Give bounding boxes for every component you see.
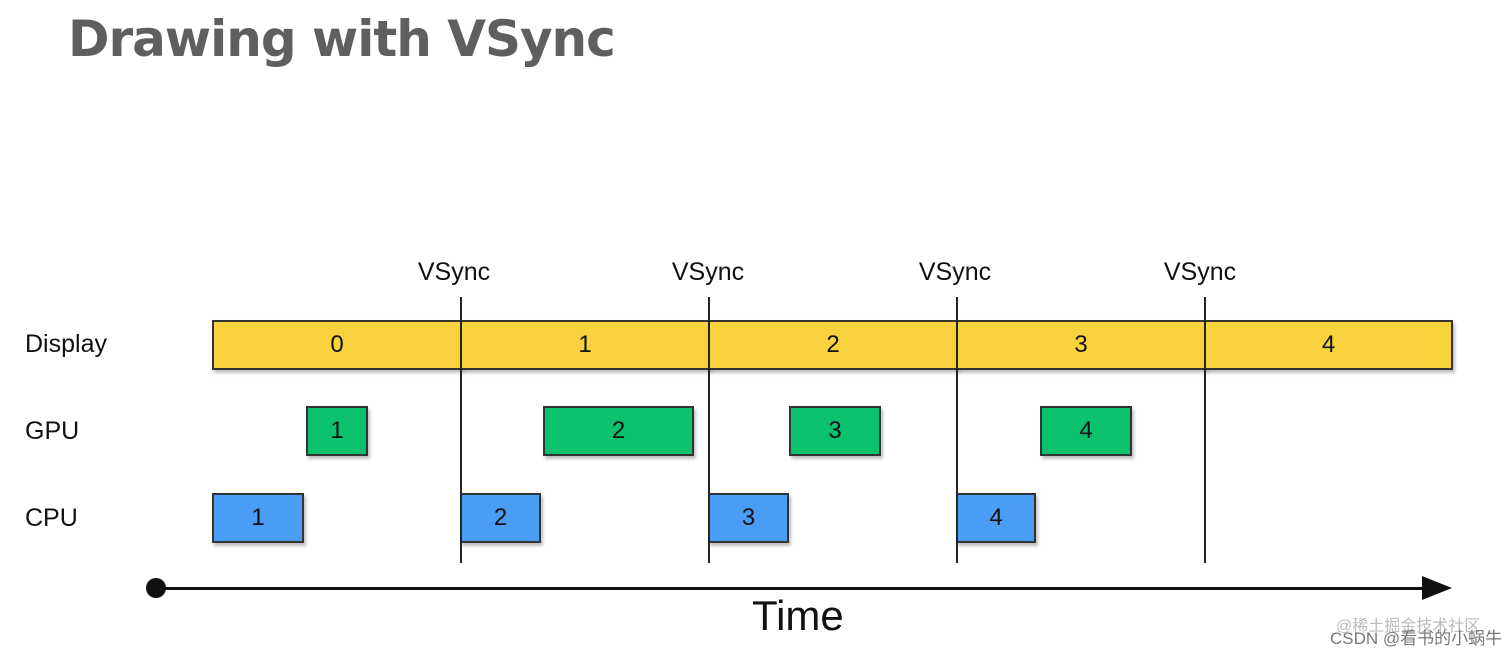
time-axis-origin-dot: [146, 578, 166, 598]
display-frame-0: 0: [212, 320, 462, 370]
watermark-juejin: @稀土掘金技术社区: [1336, 618, 1481, 635]
time-axis-line: [155, 587, 1427, 590]
vsync-label-2: VSync: [671, 258, 745, 286]
cpu-frame-2: 2: [460, 493, 541, 543]
gpu-frame-3: 3: [789, 406, 881, 456]
watermark-csdn: CSDN @看书的小蜗牛: [1330, 629, 1503, 648]
display-frame-1: 1: [460, 320, 710, 370]
gpu-row-label: GPU: [25, 417, 80, 445]
vsync-label-3: VSync: [918, 258, 992, 286]
vsync-line-3: [956, 297, 958, 563]
time-axis-label: Time: [752, 592, 844, 639]
gpu-frame-2: 2: [543, 406, 694, 456]
display-frame-2: 2: [708, 320, 958, 370]
vsync-line-2: [708, 297, 710, 563]
gpu-frame-1: 1: [306, 406, 368, 456]
vsync-label-4: VSync: [1163, 258, 1237, 286]
vsync-line-1: [460, 297, 462, 563]
vsync-label-1: VSync: [417, 258, 491, 286]
cpu-row-label: CPU: [25, 504, 78, 532]
display-frame-3: 3: [956, 320, 1206, 370]
display-frame-4: 4: [1204, 320, 1453, 370]
cpu-frame-4: 4: [956, 493, 1036, 543]
cpu-frame-3: 3: [708, 493, 789, 543]
vsync-line-4: [1204, 297, 1206, 563]
time-axis-arrowhead: [1422, 576, 1452, 600]
gpu-frame-4: 4: [1040, 406, 1132, 456]
page-title: Drawing with VSync: [68, 10, 616, 68]
cpu-frame-1: 1: [212, 493, 304, 543]
display-row-label: Display: [25, 330, 107, 358]
